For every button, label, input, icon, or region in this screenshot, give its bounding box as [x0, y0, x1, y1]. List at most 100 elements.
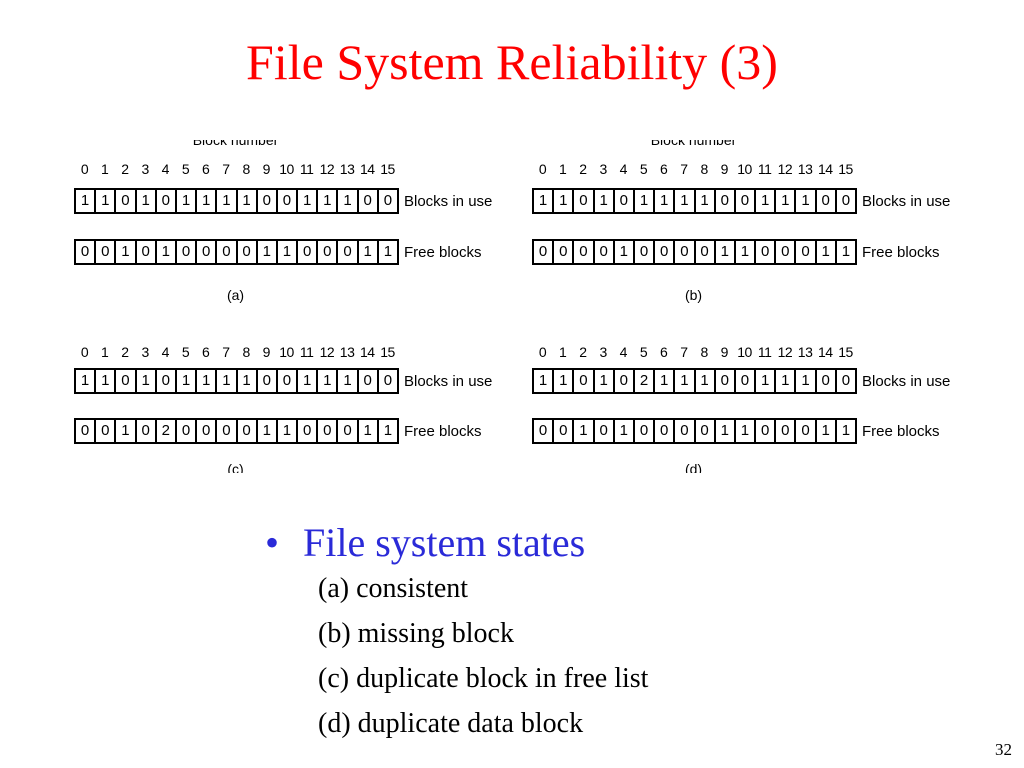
block-cell: 0 — [756, 241, 777, 263]
block-cell: 0 — [675, 241, 696, 263]
block-cell: 1 — [177, 190, 198, 212]
block-cell: 0 — [258, 190, 278, 212]
block-cell: 1 — [278, 241, 299, 263]
list-item: (a) consistent — [318, 573, 469, 604]
block-cell: 1 — [96, 190, 117, 212]
block-cell: 0 — [278, 190, 299, 212]
block-number: 4 — [619, 344, 628, 360]
block-cell: 1 — [379, 241, 399, 263]
list-item: (d) duplicate data block — [318, 708, 584, 739]
block-cell: 1 — [756, 370, 777, 392]
block-cell: 1 — [675, 370, 696, 392]
block-cell: 1 — [655, 370, 676, 392]
bullet-list: •File system states (a) consistent (b) m… — [265, 520, 965, 746]
block-number: 15 — [380, 161, 395, 177]
block-number: 10 — [737, 161, 752, 177]
block-cell: 1 — [615, 241, 635, 263]
panel-b-letter: (b) — [684, 287, 703, 303]
block-number: 13 — [797, 344, 813, 360]
block-cell: 1 — [217, 190, 238, 212]
block-cell: 1 — [76, 190, 97, 212]
block-number: 3 — [141, 161, 149, 177]
block-number: 12 — [319, 161, 335, 177]
block-number: 12 — [319, 344, 335, 360]
block-cell: 1 — [177, 370, 198, 392]
block-cell: 1 — [258, 241, 278, 263]
block-cell: 1 — [338, 190, 359, 212]
block-cell: 0 — [837, 190, 857, 212]
block-cell: 1 — [137, 370, 157, 392]
block-cell: 1 — [635, 190, 656, 212]
block-number-caption: Block number — [192, 140, 279, 148]
block-number: 3 — [141, 344, 149, 360]
block-number: 1 — [559, 344, 567, 360]
block-cell: 1 — [776, 370, 797, 392]
block-cell: 0 — [635, 241, 656, 263]
block-cell: 1 — [278, 420, 299, 442]
block-cell: 0 — [217, 241, 238, 263]
block-cell: 0 — [116, 190, 137, 212]
block-cell: 0 — [574, 190, 595, 212]
block-number: 11 — [299, 344, 314, 360]
block-cell: 0 — [817, 370, 837, 392]
block-number: 10 — [279, 161, 294, 177]
blocks-in-use-label: Blocks in use — [404, 193, 493, 210]
block-cell: 0 — [675, 420, 696, 442]
block-number: 8 — [700, 344, 708, 360]
block-number: 8 — [242, 344, 250, 360]
free-blocks-label: Free blocks — [404, 244, 482, 261]
block-cell: 0 — [278, 370, 299, 392]
block-cell: 1 — [655, 190, 676, 212]
block-cell: 1 — [318, 190, 339, 212]
block-number: 5 — [181, 344, 190, 360]
panel-a-letter: (a) — [226, 287, 245, 303]
block-cell: 0 — [837, 370, 857, 392]
block-cell: 1 — [796, 190, 817, 212]
block-number: 14 — [818, 344, 833, 360]
block-cell: 1 — [736, 420, 757, 442]
block-cell: 0 — [696, 420, 716, 442]
block-cell: 0 — [96, 420, 117, 442]
block-cell: 0 — [96, 241, 117, 263]
block-cell: 0 — [197, 420, 218, 442]
block-cell: 1 — [776, 190, 797, 212]
block-number-caption: Block number — [650, 140, 737, 148]
block-cell: 0 — [756, 420, 777, 442]
blocks-in-use-label: Blocks in use — [862, 373, 951, 390]
block-cell: 0 — [736, 190, 757, 212]
page-number: 32 — [995, 740, 1012, 759]
block-cell: 1 — [817, 241, 837, 263]
block-cell: 1 — [574, 420, 595, 442]
block-cell: 1 — [318, 370, 339, 392]
block-cell: 0 — [359, 190, 379, 212]
block-number: 6 — [660, 161, 668, 177]
block-cell: 0 — [157, 190, 177, 212]
block-cell: 1 — [338, 370, 359, 392]
block-cell: 1 — [554, 370, 575, 392]
block-number: 3 — [599, 344, 607, 360]
block-number: 0 — [80, 344, 89, 360]
block-cell: 0 — [817, 190, 837, 212]
block-cell: 1 — [796, 370, 817, 392]
block-number: 7 — [680, 344, 688, 360]
block-cell: 1 — [534, 190, 555, 212]
block-cell: 1 — [756, 190, 777, 212]
block-cell: 0 — [217, 420, 238, 442]
block-number: 4 — [161, 161, 170, 177]
block-number: 6 — [202, 344, 210, 360]
block-cell: 0 — [574, 241, 595, 263]
block-cell: 1 — [675, 190, 696, 212]
block-cell: 1 — [716, 420, 736, 442]
block-cell: 0 — [655, 241, 676, 263]
block-cell: 0 — [197, 241, 218, 263]
free-blocks-label: Free blocks — [404, 423, 482, 440]
block-cell: 0 — [796, 241, 817, 263]
free-blocks-label: Free blocks — [862, 423, 940, 440]
